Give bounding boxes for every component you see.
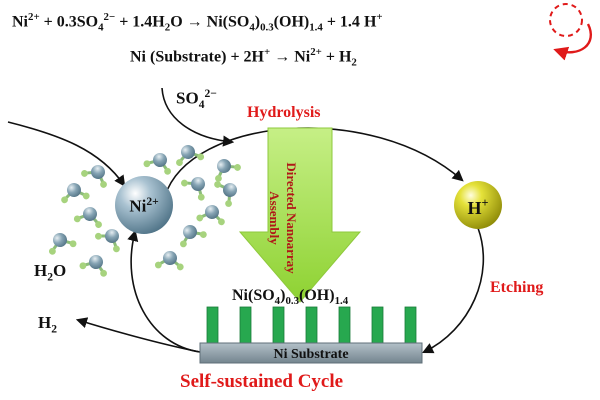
hydrolysis-label: Hydrolysis <box>247 104 321 121</box>
formula-part: 4 <box>274 295 281 308</box>
water-molecule-cluster <box>48 145 241 277</box>
formula-part: → Ni <box>270 48 311 66</box>
formula-part: + H <box>321 48 352 66</box>
formula-part: 4 <box>98 21 104 34</box>
substrate-label: Ni Substrate <box>273 347 349 362</box>
nanorod <box>272 306 285 345</box>
hydrogen-gas-label: H2 <box>38 313 58 336</box>
directed-assembly-label: Directed Nanoarray Assembly <box>260 128 300 308</box>
hydrogen-release-arrow <box>75 317 201 353</box>
formula-part: 2+ <box>28 11 40 23</box>
formula-part: 2+ <box>310 46 322 58</box>
formula-part: O → Ni(SO <box>170 13 250 31</box>
water-molecule <box>176 145 205 166</box>
formula-part: 2 <box>164 21 171 34</box>
water-molecule <box>214 181 237 207</box>
formula-part: 2− <box>103 11 116 23</box>
nanorod <box>206 306 219 345</box>
circled-formula-part: H <box>363 13 377 31</box>
water-molecule <box>154 251 184 271</box>
sulfate-label: SO42− <box>176 87 217 112</box>
directed-assembly-line1: Directed Nanoarray <box>284 162 299 274</box>
nanorod <box>338 306 351 345</box>
water-molecule <box>48 233 77 255</box>
formula-part: Ni (Substrate) + 2H <box>130 48 264 66</box>
nanorod <box>371 306 384 345</box>
water-molecule <box>181 177 205 201</box>
formula-part: + 1.4H <box>115 13 165 31</box>
product-formula-label: Ni(SO4)0.3(OH)1.4 <box>232 288 348 307</box>
ni-substrate-block <box>199 342 423 364</box>
formula-part: + 0.3SO <box>39 13 99 31</box>
formula-part: 1.4 <box>334 295 349 308</box>
formula-part: 0.3 <box>285 295 300 308</box>
cycle-title: Self-sustained Cycle <box>180 371 344 392</box>
water-molecule <box>79 255 108 277</box>
cycle-arc-right <box>421 227 485 354</box>
water-label: H2O <box>34 261 67 284</box>
formula-part: (OH) <box>273 13 310 31</box>
cycle-arc-bottom-left <box>127 229 201 353</box>
formula-part: + <box>264 46 271 58</box>
nanorod-array <box>206 306 417 345</box>
nanorod <box>305 306 318 345</box>
water-molecule <box>180 225 207 248</box>
circled-formula-part: + <box>376 11 383 23</box>
formula-part: 4 <box>249 21 255 34</box>
reaction-equation-etching: Ni (Substrate) + 2H+ → Ni2+ + H2 <box>130 47 357 68</box>
h-ion-sphere <box>454 181 502 229</box>
water-molecule <box>95 229 120 253</box>
h-ion-label: H+ <box>467 196 489 218</box>
directed-assembly-line2: Assembly <box>267 191 282 245</box>
water-molecule <box>215 159 241 182</box>
nanorod <box>404 306 417 345</box>
etching-label: Etching <box>490 279 544 296</box>
formula-part: ) <box>254 13 261 31</box>
water-molecule <box>143 153 172 175</box>
formula-part: ) <box>280 287 286 304</box>
water-molecule <box>196 205 225 226</box>
reaction-equation-hydrolysis: Ni2+ + 0.3SO42− + 1.4H2O → Ni(SO4)0.3(OH… <box>12 12 383 33</box>
formula-part: (OH) <box>299 287 335 304</box>
water-molecule <box>61 183 90 204</box>
formula-part: 1.4 <box>309 21 323 34</box>
formula-part: Ni <box>12 13 28 31</box>
water-inflow-arrow <box>7 121 126 187</box>
sulfate-arrow <box>161 87 235 147</box>
formula-part: Ni(SO <box>232 287 275 304</box>
ni-ion-label: Ni2+ <box>129 195 159 216</box>
nanorod <box>239 306 252 345</box>
formula-part: + 1.4 <box>322 13 364 31</box>
ni-ion-sphere <box>115 176 173 234</box>
formula-part: 0.3 <box>260 21 274 34</box>
circled-h-ion-marker <box>549 3 583 37</box>
water-molecule <box>73 207 102 228</box>
water-molecule <box>81 165 107 188</box>
recycle-arrow <box>553 23 592 61</box>
directed-assembly-arrow <box>238 127 362 303</box>
formula-part: 2 <box>351 56 357 69</box>
